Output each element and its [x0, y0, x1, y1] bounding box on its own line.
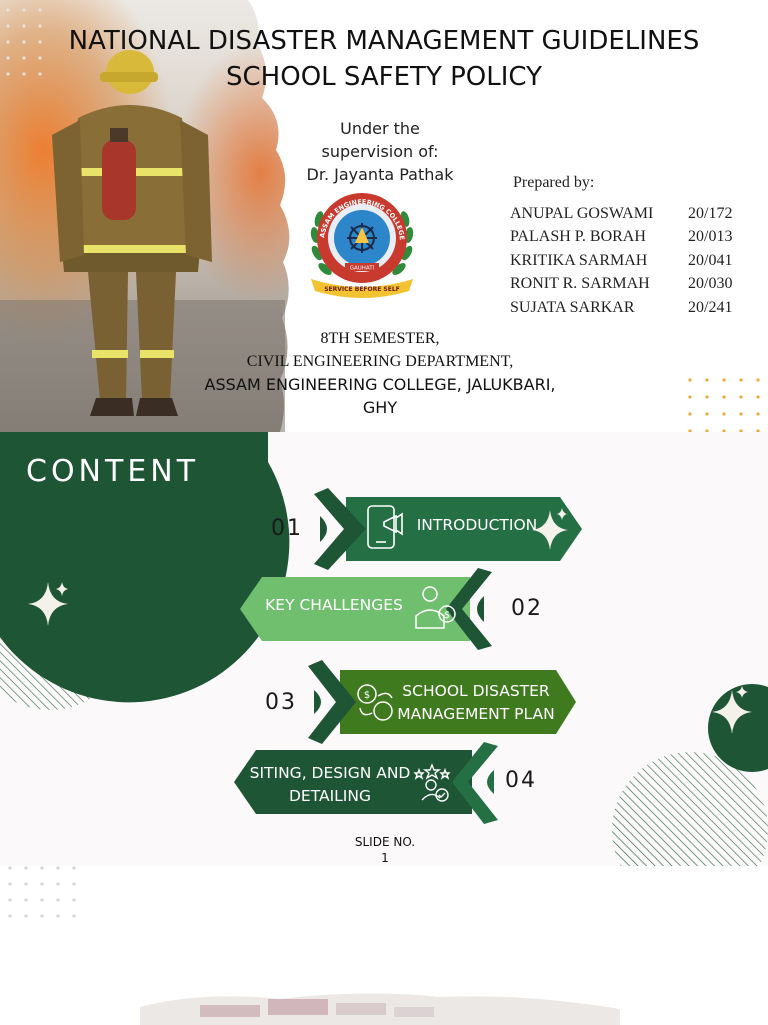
- item-banner: [240, 577, 470, 641]
- item-number: 02: [511, 596, 543, 621]
- rating-person-icon: [413, 763, 451, 802]
- prepared-by-label: Prepared by:: [513, 174, 595, 191]
- item-label-line: SITING, DESIGN AND: [249, 764, 411, 782]
- list-item: RONIT R. SARMAH 20/030: [510, 272, 732, 295]
- item-label-line: MANAGEMENT PLAN: [397, 705, 555, 723]
- green-circle: [708, 684, 768, 772]
- logo-city-text: GAUHATI: [350, 266, 375, 272]
- item-label-line: SCHOOL DISASTER: [402, 682, 550, 700]
- item-label-siting-design: SITING, DESIGN AND DETAILING: [238, 762, 422, 808]
- city-text: GHY: [362, 398, 398, 417]
- member-roll: 20/172: [688, 205, 733, 222]
- item-banner: [340, 670, 576, 734]
- item-label-school-disaster-plan: SCHOOL DISASTER MANAGEMENT PLAN: [386, 680, 566, 726]
- logo-motto-text: SERVICE BEFORE SELF: [324, 286, 400, 293]
- content-graphics: $ $: [0, 432, 768, 866]
- title-slide: NATIONAL DISASTER MANAGEMENT GUIDELINES …: [0, 0, 768, 432]
- member-name: RONIT R. SARMAH: [510, 275, 650, 293]
- sparkle-icon: [736, 686, 748, 698]
- college-logo: ASSAM ENGINEERING COLLEGE GAUHATI SERVIC…: [310, 193, 414, 298]
- item-number: 04: [505, 768, 537, 793]
- member-roll: 20/041: [688, 251, 733, 269]
- svg-text:$: $: [364, 690, 370, 701]
- list-item: SUJATA SARKAR 20/241: [510, 296, 732, 319]
- sparkle-icon: [557, 508, 567, 520]
- item-number: 03: [265, 690, 297, 715]
- chevron-icon: [452, 742, 498, 824]
- slide-number-value: 1: [381, 851, 389, 865]
- list-item: PALASH P. BORAH 20/013: [510, 225, 732, 248]
- chevron-icon: [314, 488, 366, 570]
- list-item: KRITIKA SARMAH 20/041: [510, 249, 732, 272]
- sparkle-icon: [56, 582, 68, 596]
- supervision-block: Under the supervision of: Dr. Jayanta Pa…: [290, 117, 470, 186]
- word-cloud-image: [140, 993, 620, 1025]
- member-name: PALASH P. BORAH: [510, 228, 646, 246]
- chevron-dot-icon: [487, 770, 494, 794]
- semester-text: 8TH SEMESTER,: [320, 330, 440, 347]
- title-line-2: SCHOOL SAFETY POLICY: [226, 62, 542, 92]
- list-item: ANUPAL GOSWAMI 20/172: [510, 202, 732, 225]
- decorative-dots: [8, 866, 76, 918]
- item-banner: [346, 497, 582, 561]
- item-label-introduction: INTRODUCTION: [416, 516, 538, 534]
- businessman-money-icon: $: [415, 586, 456, 629]
- title-line-1: NATIONAL DISASTER MANAGEMENT GUIDELINES: [68, 26, 700, 56]
- money-bag-exchange-icon: $: [357, 684, 393, 721]
- item-label-key-challenges: KEY CHALLENGES: [265, 596, 403, 614]
- content-title-circle: [0, 432, 268, 639]
- item-banner: [234, 750, 472, 814]
- department-text: CIVIL ENGINEERING DEPARTMENT,: [246, 353, 514, 370]
- firefighter-photo: [0, 0, 290, 432]
- content-slide: $ $ CONTENT 01 INTRODUCTION 02 KEY: [0, 432, 768, 866]
- member-roll: 20/030: [688, 275, 733, 293]
- member-name: ANUPAL GOSWAMI: [510, 205, 654, 222]
- sparkle-icon: [532, 510, 568, 550]
- item-number: 01: [271, 516, 303, 541]
- sparkle-icon: [28, 582, 68, 626]
- chevron-icon: [446, 568, 492, 650]
- team-list: ANUPAL GOSWAMI 20/172 PALASH P. BORAH 20/0…: [510, 202, 732, 319]
- chevron-icon: [308, 660, 356, 744]
- hatched-circle: [612, 752, 768, 866]
- decorative-dots: [6, 8, 42, 76]
- supervision-line-2: supervision of:: [321, 142, 439, 161]
- chevron-dot-icon: [314, 690, 321, 714]
- phone-megaphone-icon: [367, 505, 403, 549]
- sparkle-icon: [712, 690, 752, 734]
- item-label-line: DETAILING: [289, 787, 371, 805]
- supervisor-name: Dr. Jayanta Pathak: [306, 165, 454, 184]
- college-text: ASSAM ENGINEERING COLLEGE, JALUKBARI,: [204, 375, 556, 394]
- member-roll: 20/241: [688, 298, 733, 316]
- slide-number: SLIDE NO. 1: [330, 834, 440, 866]
- decorative-dots: [688, 378, 760, 432]
- content-heading: CONTENT: [26, 454, 200, 489]
- chevron-dot-icon: [320, 516, 327, 542]
- member-roll: 20/013: [688, 228, 733, 246]
- chevron-dot-icon: [477, 596, 484, 622]
- svg-text:$: $: [444, 610, 450, 621]
- slide-number-label: SLIDE NO.: [354, 835, 416, 849]
- member-name: SUJATA SARKAR: [510, 298, 635, 316]
- supervision-line-1: Under the: [340, 119, 420, 138]
- member-name: KRITIKA SARMAH: [510, 251, 648, 269]
